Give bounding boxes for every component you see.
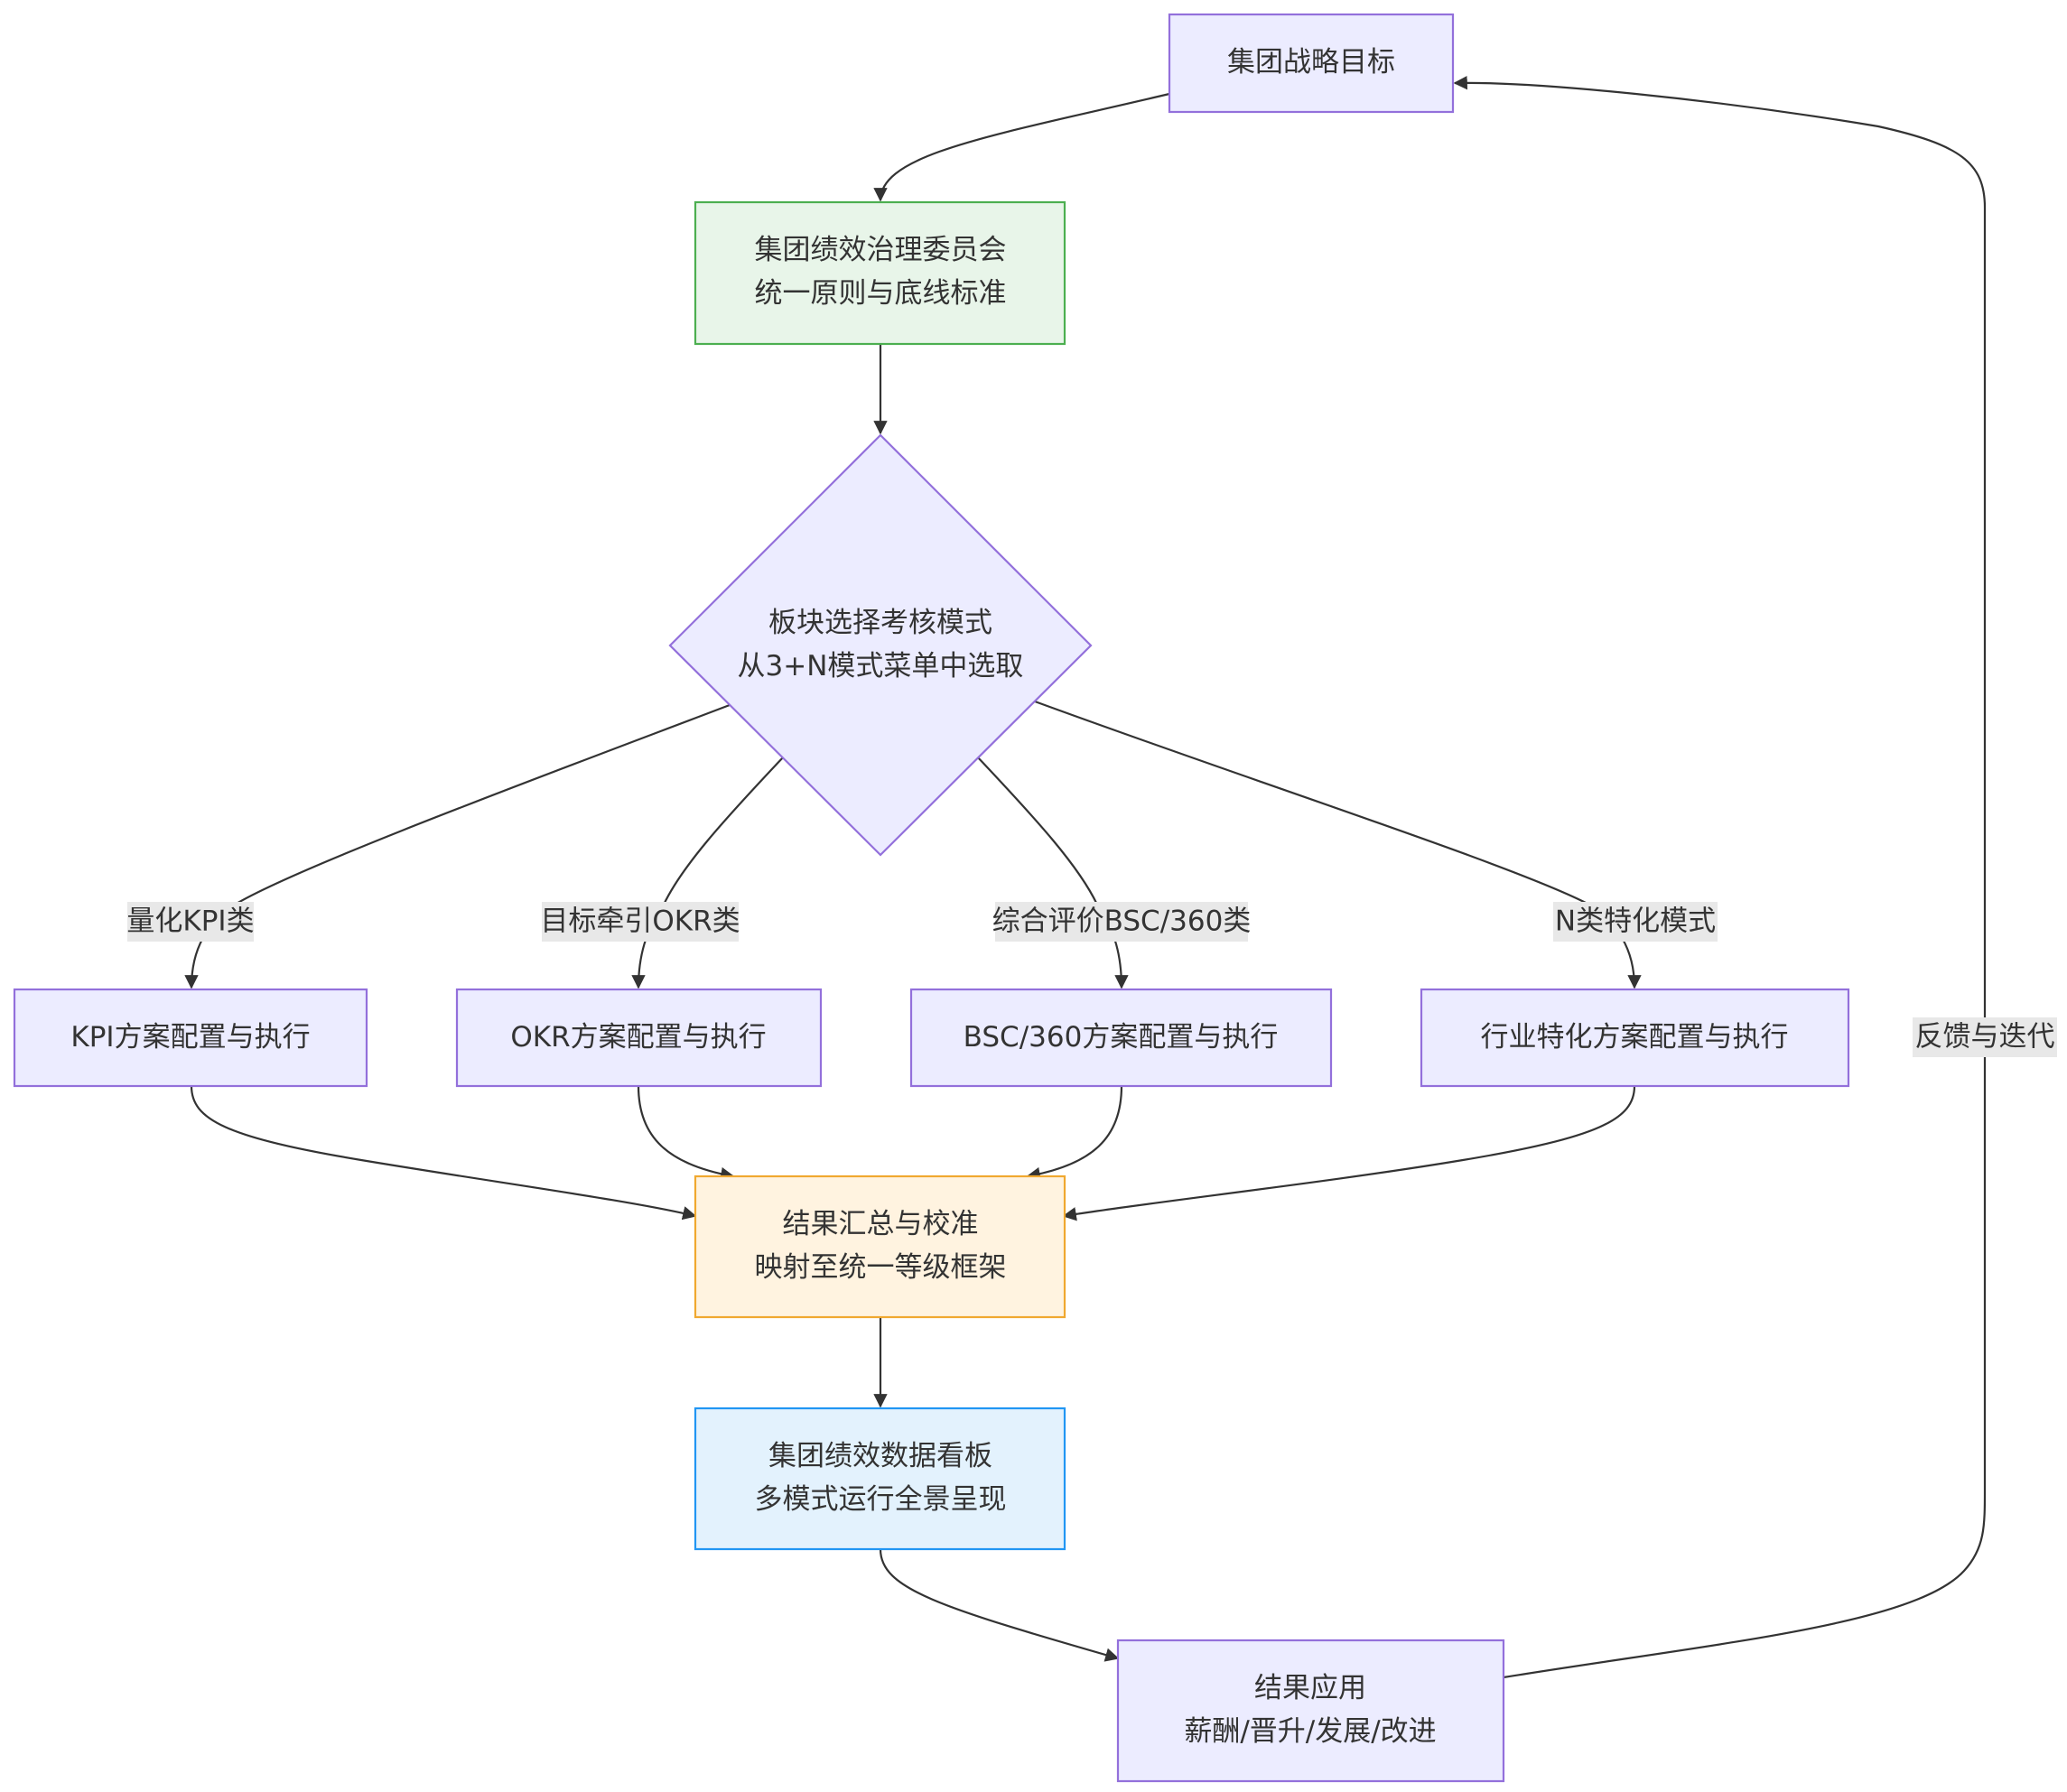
node-strategy-line-1: 集团战略目标 — [1227, 46, 1395, 79]
node-dashboard-line-2: 多模式运行全景呈现 — [755, 1483, 1007, 1516]
node-strategy: 集团战略目标 — [1168, 13, 1455, 114]
edge-decision-to-bsc — [976, 756, 1129, 989]
edge-dashboard-to-apply — [879, 1548, 1120, 1662]
svg-text:结果应用薪酬/晋升/发展/改进: 结果应用薪酬/晋升/发展/改进 — [1184, 1672, 1436, 1748]
node-decision: 板块选择考核模式从3+N模式菜单中选取 — [668, 433, 1093, 857]
edge-label-okr: 目标牵引OKR类 — [540, 905, 740, 938]
node-dashboard: 集团绩效数据看板多模式运行全景呈现 — [694, 1407, 1066, 1551]
edge-label-industry: N类特化模式 — [1555, 905, 1716, 938]
edge-industry-to-calibrate — [1062, 1085, 1636, 1221]
node-industry-line-1: 行业特化方案配置与执行 — [1481, 1021, 1789, 1054]
edge-label-bsc: 综合评价BSC/360类 — [992, 905, 1252, 938]
edge-kpi-to-calibrate — [190, 1085, 697, 1221]
node-decision-line-2: 从3+N模式菜单中选取 — [738, 650, 1024, 682]
edge-label-bsc-bg — [995, 902, 1248, 942]
edge-decision-to-okr — [631, 756, 785, 989]
svg-text:BSC/360方案配置与执行: BSC/360方案配置与执行 — [964, 1021, 1279, 1054]
node-calibrate: 结果汇总与校准映射至统一等级框架 — [694, 1175, 1066, 1319]
edge-label-feedback: 反馈与迭代 — [1915, 1021, 2055, 1054]
edge-strategy-to-committee — [873, 92, 1170, 202]
edge-apply-to-strategy — [1453, 75, 1987, 1679]
svg-text:行业特化方案配置与执行: 行业特化方案配置与执行 — [1481, 1021, 1789, 1054]
edge-bsc-to-calibrate — [1026, 1085, 1123, 1182]
edge-okr-to-calibrate — [637, 1085, 735, 1182]
edge-label-kpi: 量化KPI类 — [126, 905, 254, 938]
node-industry: 行业特化方案配置与执行 — [1420, 988, 1850, 1088]
svg-text:板块选择考核模式从3+N模式菜单中选取: 板块选择考核模式从3+N模式菜单中选取 — [738, 607, 1024, 682]
edges — [184, 75, 1987, 1679]
svg-text:KPI方案配置与执行: KPI方案配置与执行 — [70, 1021, 310, 1054]
svg-text:OKR方案配置与执行: OKR方案配置与执行 — [510, 1021, 766, 1054]
node-committee-line-2: 统一原则与底线标准 — [755, 277, 1007, 310]
node-apply-line-2: 薪酬/晋升/发展/改进 — [1184, 1715, 1436, 1748]
node-dashboard-line-1: 集团绩效数据看板 — [768, 1440, 992, 1472]
node-decision-line-1: 板块选择考核模式 — [768, 607, 992, 639]
node-kpi: KPI方案配置与执行 — [13, 988, 368, 1088]
node-kpi-line-1: KPI方案配置与执行 — [70, 1021, 310, 1054]
node-committee: 集团绩效治理委员会统一原则与底线标准 — [694, 200, 1066, 346]
edge-decision-to-industry — [1034, 700, 1642, 989]
node-apply-line-1: 结果应用 — [1254, 1672, 1366, 1704]
svg-text:集团绩效数据看板多模式运行全景呈现: 集团绩效数据看板多模式运行全景呈现 — [755, 1440, 1007, 1516]
node-bsc-line-1: BSC/360方案配置与执行 — [964, 1021, 1279, 1054]
svg-text:结果汇总与校准映射至统一等级框架: 结果汇总与校准映射至统一等级框架 — [755, 1208, 1007, 1284]
edge-labels: 量化KPI类 目标牵引OKR类 综合评价BSC/360类 N类特化模式 反馈与迭… — [126, 902, 2057, 1057]
node-okr: OKR方案配置与执行 — [455, 988, 823, 1088]
edge-label-industry-bg — [1553, 902, 1718, 942]
node-apply: 结果应用薪酬/晋升/发展/改进 — [1116, 1639, 1505, 1783]
node-okr-line-1: OKR方案配置与执行 — [510, 1021, 766, 1054]
node-committee-line-1: 集团绩效治理委员会 — [755, 234, 1007, 266]
node-calibrate-line-2: 映射至统一等级框架 — [755, 1251, 1007, 1284]
node-bsc: BSC/360方案配置与执行 — [909, 988, 1333, 1088]
edge-label-kpi-bg — [127, 902, 254, 942]
node-calibrate-line-1: 结果汇总与校准 — [783, 1208, 979, 1240]
svg-text:集团战略目标: 集团战略目标 — [1227, 46, 1395, 79]
svg-text:集团绩效治理委员会统一原则与底线标准: 集团绩效治理委员会统一原则与底线标准 — [755, 234, 1007, 310]
edge-label-okr-bg — [542, 902, 739, 942]
edge-label-feedback-bg — [1913, 1017, 2057, 1057]
edge-decision-to-kpi — [184, 703, 731, 989]
